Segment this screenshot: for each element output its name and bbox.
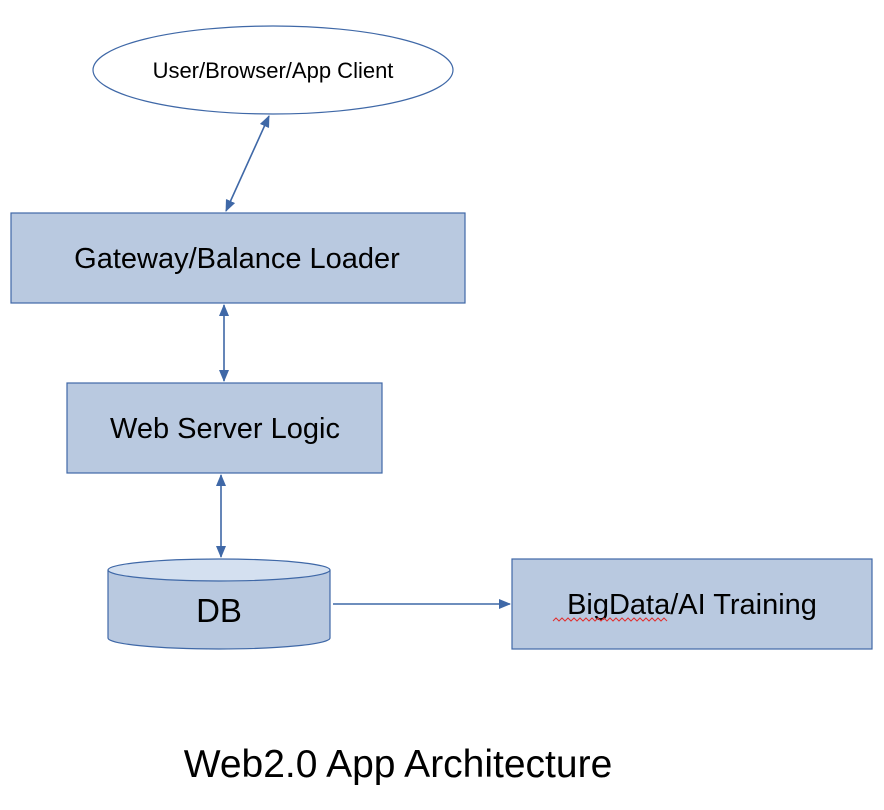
web-server-node: Web Server Logic <box>66 382 383 474</box>
gateway-node: Gateway/Balance Loader <box>10 212 466 304</box>
edge-client-gateway <box>225 115 270 212</box>
client-label: User/Browser/App Client <box>153 58 394 83</box>
diagram-caption: Web2.0 App Architecture <box>184 743 613 786</box>
web-server-label: Web Server Logic <box>110 413 340 445</box>
spellcheck-underline <box>552 617 668 622</box>
db-label: DB <box>196 592 242 629</box>
bigdata-box <box>511 558 873 650</box>
db-cylinder-body <box>107 570 331 650</box>
gateway-label: Gateway/Balance Loader <box>74 243 400 275</box>
bigdata-node: BigData/AI Training <box>511 558 873 650</box>
client-ellipse <box>92 25 454 115</box>
db-node: DB <box>107 558 331 650</box>
web-server-box <box>66 382 383 474</box>
client-node: User/Browser/App Client <box>92 25 454 115</box>
gateway-box <box>10 212 466 304</box>
bigdata-label: BigData/AI Training <box>567 589 817 621</box>
db-cylinder-top <box>107 558 331 582</box>
